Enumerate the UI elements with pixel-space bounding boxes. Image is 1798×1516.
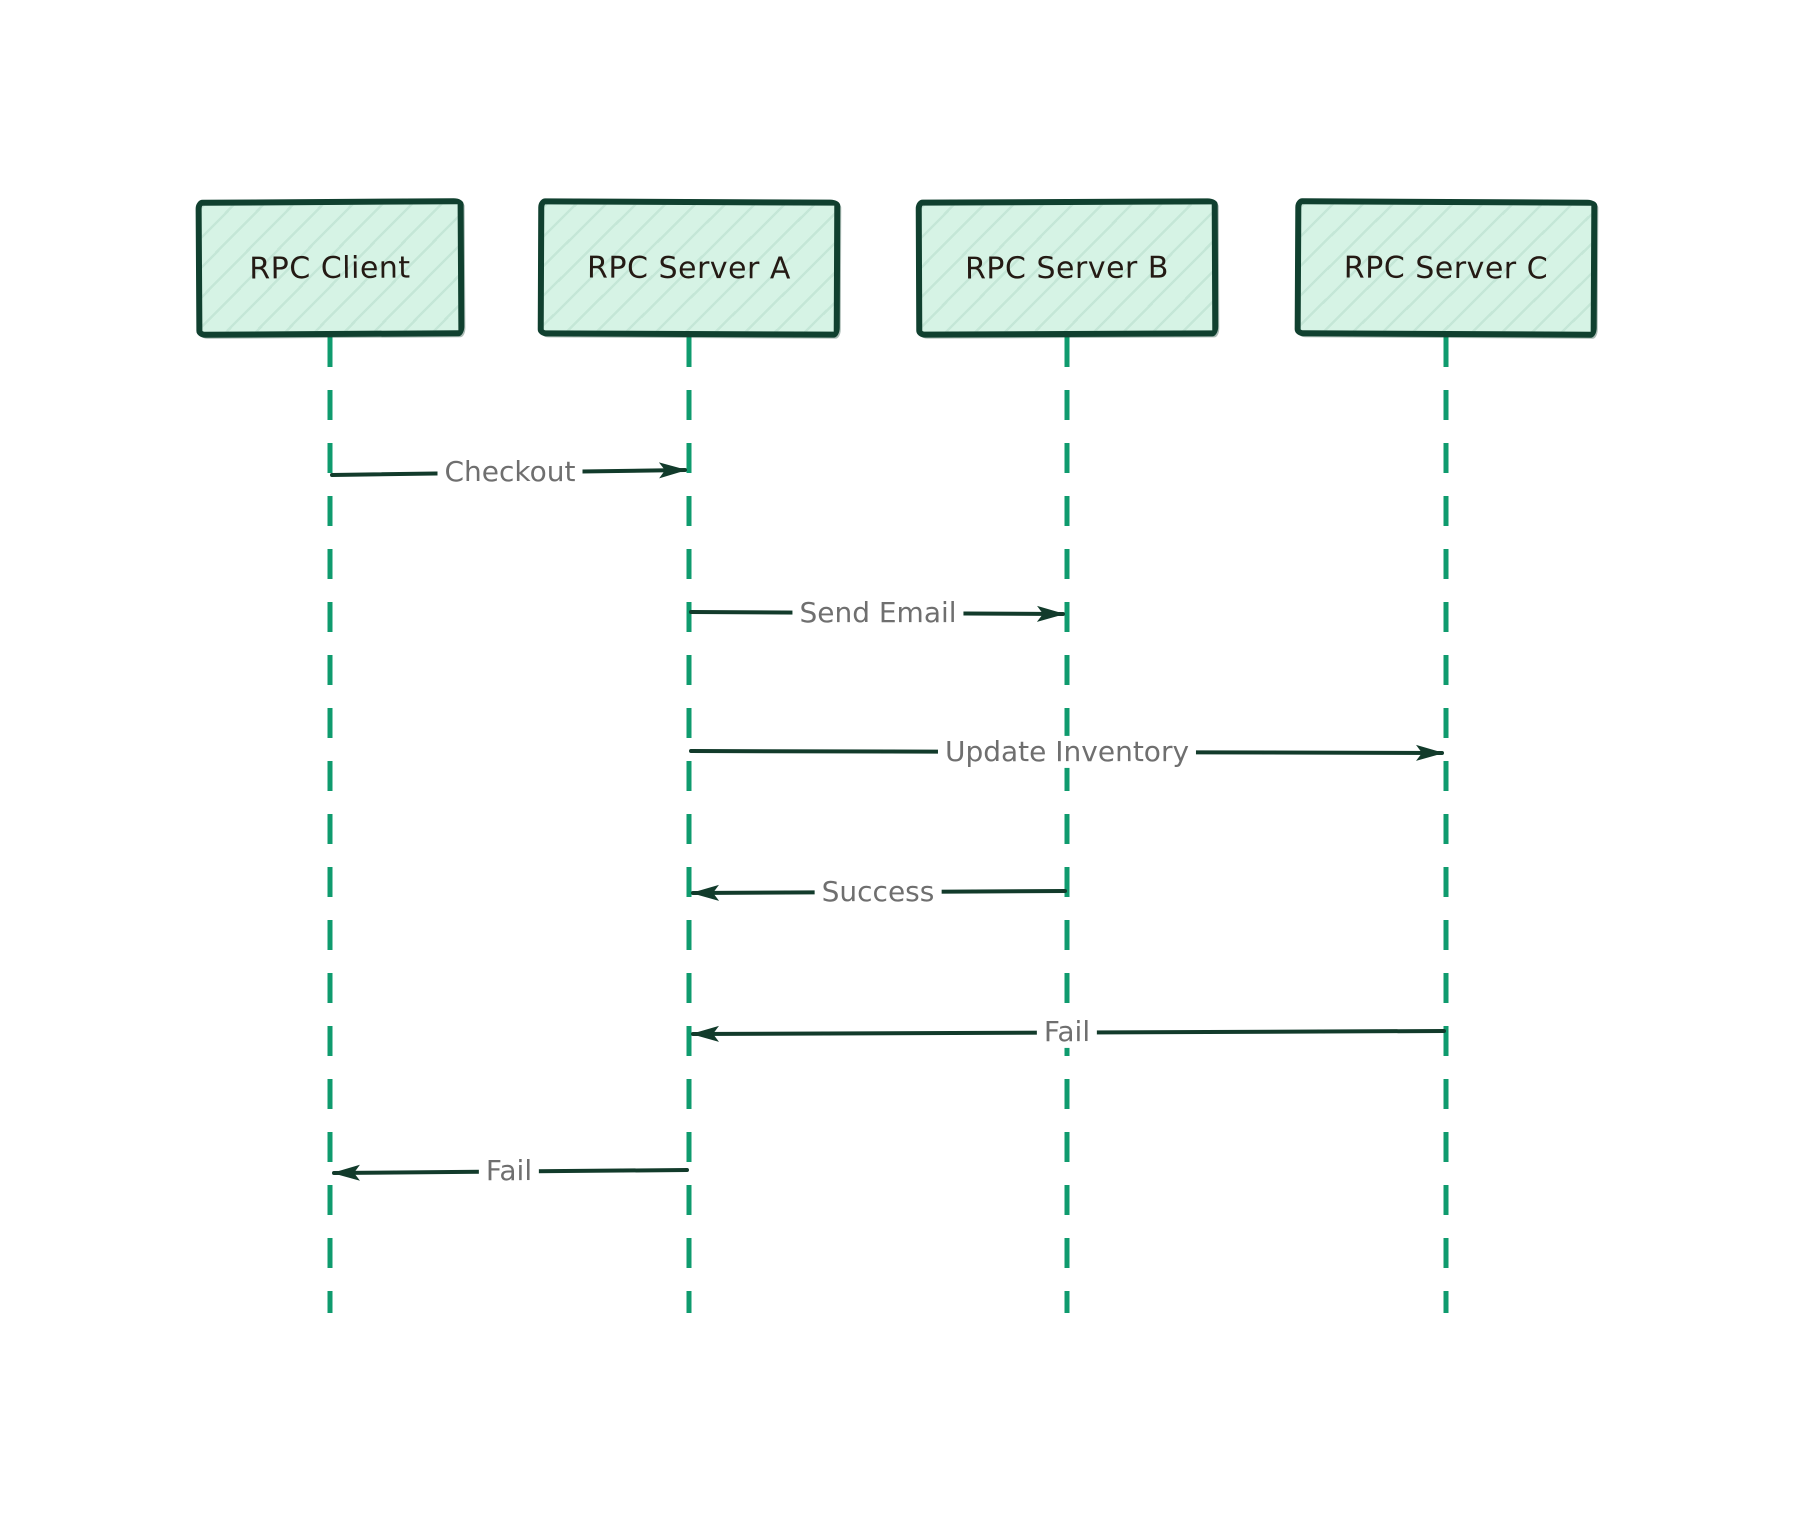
- message-label-success: Success: [814, 875, 942, 909]
- message-label-checkout: Checkout: [437, 455, 583, 489]
- actor-label-rpc-server-c: RPC Server C: [1343, 249, 1549, 287]
- actor-rpc-server-a: RPC Server A: [537, 198, 841, 338]
- actor-label-rpc-client: RPC Client: [249, 250, 411, 286]
- actor-rpc-client: RPC Client: [195, 198, 465, 338]
- actor-label-rpc-server-b: RPC Server B: [964, 250, 1170, 286]
- message-label-fail-a-to-client: Fail: [478, 1154, 540, 1188]
- message-label-update-inventory: Update Inventory: [937, 735, 1197, 769]
- actor-label-rpc-server-a: RPC Server A: [586, 250, 791, 286]
- message-label-send-email: Send Email: [792, 596, 964, 630]
- message-label-fail-c-to-a: Fail: [1036, 1015, 1098, 1049]
- actor-rpc-server-c: RPC Server C: [1294, 198, 1598, 338]
- actor-rpc-server-b: RPC Server B: [915, 198, 1219, 338]
